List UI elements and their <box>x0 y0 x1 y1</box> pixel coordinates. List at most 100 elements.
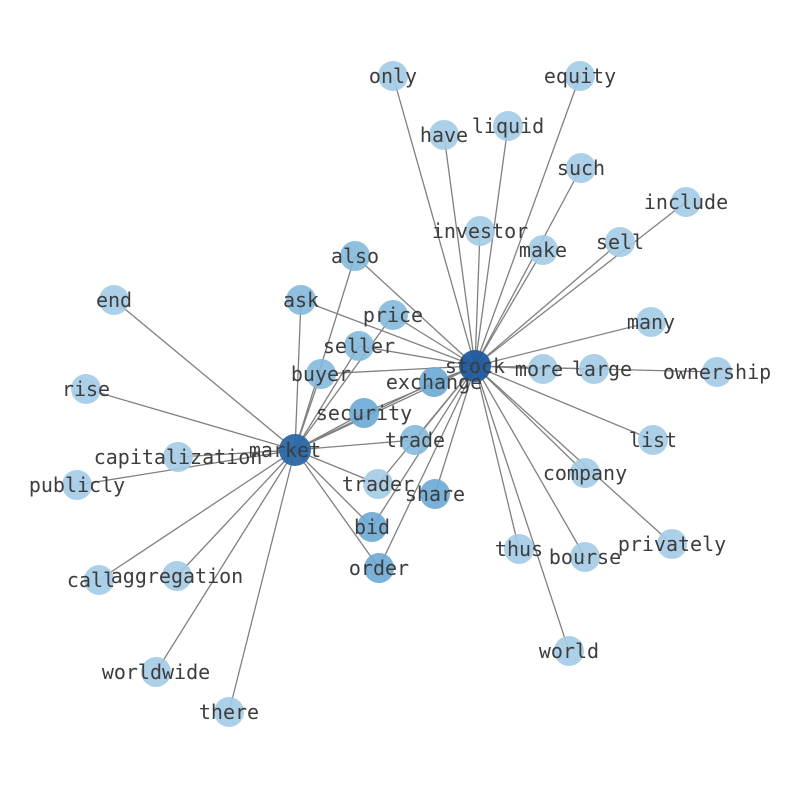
edge-stock-order <box>378 365 476 569</box>
node-there <box>214 697 244 727</box>
label-seller: seller <box>323 334 395 358</box>
node-only <box>378 61 408 91</box>
label-more: more <box>515 357 563 381</box>
label-bid: bid <box>354 515 390 539</box>
label-call: call <box>67 568 115 592</box>
label-equity: equity <box>544 64 616 88</box>
node-worldwide <box>141 657 171 687</box>
node-trader <box>363 469 393 499</box>
label-worldwide: worldwide <box>102 660 210 684</box>
edge-market-aggregation <box>176 449 296 577</box>
edge-stock-company <box>474 365 586 474</box>
node-more <box>528 354 558 384</box>
edge-stock-make <box>474 249 544 367</box>
edge-stock-buyer <box>320 365 476 375</box>
edge-stock-world <box>474 365 570 652</box>
node-price <box>378 300 408 330</box>
node-layer <box>62 61 732 727</box>
label-trade: trade <box>385 428 445 452</box>
label-have: have <box>420 123 468 147</box>
node-sell <box>605 227 635 257</box>
edge-stock-sell <box>474 241 621 367</box>
label-liquid: liquid <box>472 114 544 138</box>
edge-market-end <box>113 299 296 451</box>
label-ownership: ownership <box>663 360 771 384</box>
node-make <box>528 235 558 265</box>
node-end <box>99 285 129 315</box>
node-liquid <box>493 111 523 141</box>
label-there: there <box>199 700 259 724</box>
label-ask: ask <box>283 288 319 312</box>
edge-market-call <box>98 449 296 581</box>
label-order: order <box>349 556 409 580</box>
edge-stock-seller <box>358 345 476 367</box>
label-stock: stock <box>445 354 505 378</box>
node-equity <box>565 61 595 91</box>
node-security <box>349 398 379 428</box>
label-publicly: publicly <box>29 473 125 497</box>
node-buyer <box>306 359 336 389</box>
edge-stock-price <box>392 314 476 367</box>
node-large <box>579 354 609 384</box>
node-exchange <box>419 367 449 397</box>
edge-market-capitalization <box>177 449 296 458</box>
label-aggregation: aggregation <box>111 564 243 588</box>
label-thus: thus <box>495 537 543 561</box>
edge-stock-only <box>392 75 476 367</box>
edge-stock-trader <box>377 365 476 485</box>
label-end: end <box>96 288 132 312</box>
node-ask <box>286 285 316 315</box>
node-also <box>340 241 370 271</box>
edge-stock-investor <box>474 230 481 367</box>
edge-market-worldwide <box>155 449 296 673</box>
label-make: make <box>519 238 567 262</box>
label-share: share <box>405 482 465 506</box>
label-large: large <box>572 357 632 381</box>
edge-stock-such <box>474 167 582 367</box>
node-bid <box>357 512 387 542</box>
edge-market-price <box>294 314 394 451</box>
edge-market-there <box>228 449 296 713</box>
node-share <box>420 479 450 509</box>
label-exchange: exchange <box>386 370 482 394</box>
node-publicly <box>62 470 92 500</box>
node-investor <box>465 216 495 246</box>
label-only: only <box>369 64 417 88</box>
label-capitalization: capitalization <box>94 445 263 469</box>
edge-stock-privately <box>474 365 673 545</box>
edge-stock-also <box>354 255 476 367</box>
edge-market-trade <box>294 439 416 451</box>
edge-market-order <box>294 449 380 569</box>
label-market: market <box>249 438 321 462</box>
edge-market-ask <box>294 299 302 451</box>
edge-market-rise <box>85 388 296 451</box>
label-buyer: buyer <box>291 362 351 386</box>
node-privately <box>657 529 687 559</box>
edge-stock-bourse <box>474 365 586 558</box>
edge-market-bid <box>294 449 373 528</box>
node-rise <box>71 374 101 404</box>
edge-stock-thus <box>474 365 520 550</box>
label-also: also <box>331 244 379 268</box>
label-rise: rise <box>62 377 110 401</box>
node-include <box>671 187 701 217</box>
node-list <box>638 425 668 455</box>
node-call <box>84 565 114 595</box>
label-investor: investor <box>432 219 528 243</box>
edge-stock-equity <box>474 75 581 367</box>
node-trade <box>400 425 430 455</box>
edge-stock-share <box>434 365 476 495</box>
edge-stock-ask <box>300 299 476 367</box>
edge-stock-liquid <box>474 125 509 367</box>
node-world <box>554 636 584 666</box>
edge-stock-list <box>474 365 654 441</box>
label-security: security <box>316 401 412 425</box>
label-such: such <box>557 156 605 180</box>
node-stock <box>459 350 491 382</box>
edge-stock-have <box>443 134 476 367</box>
edge-stock-many <box>474 321 652 367</box>
label-company: company <box>543 461 627 485</box>
